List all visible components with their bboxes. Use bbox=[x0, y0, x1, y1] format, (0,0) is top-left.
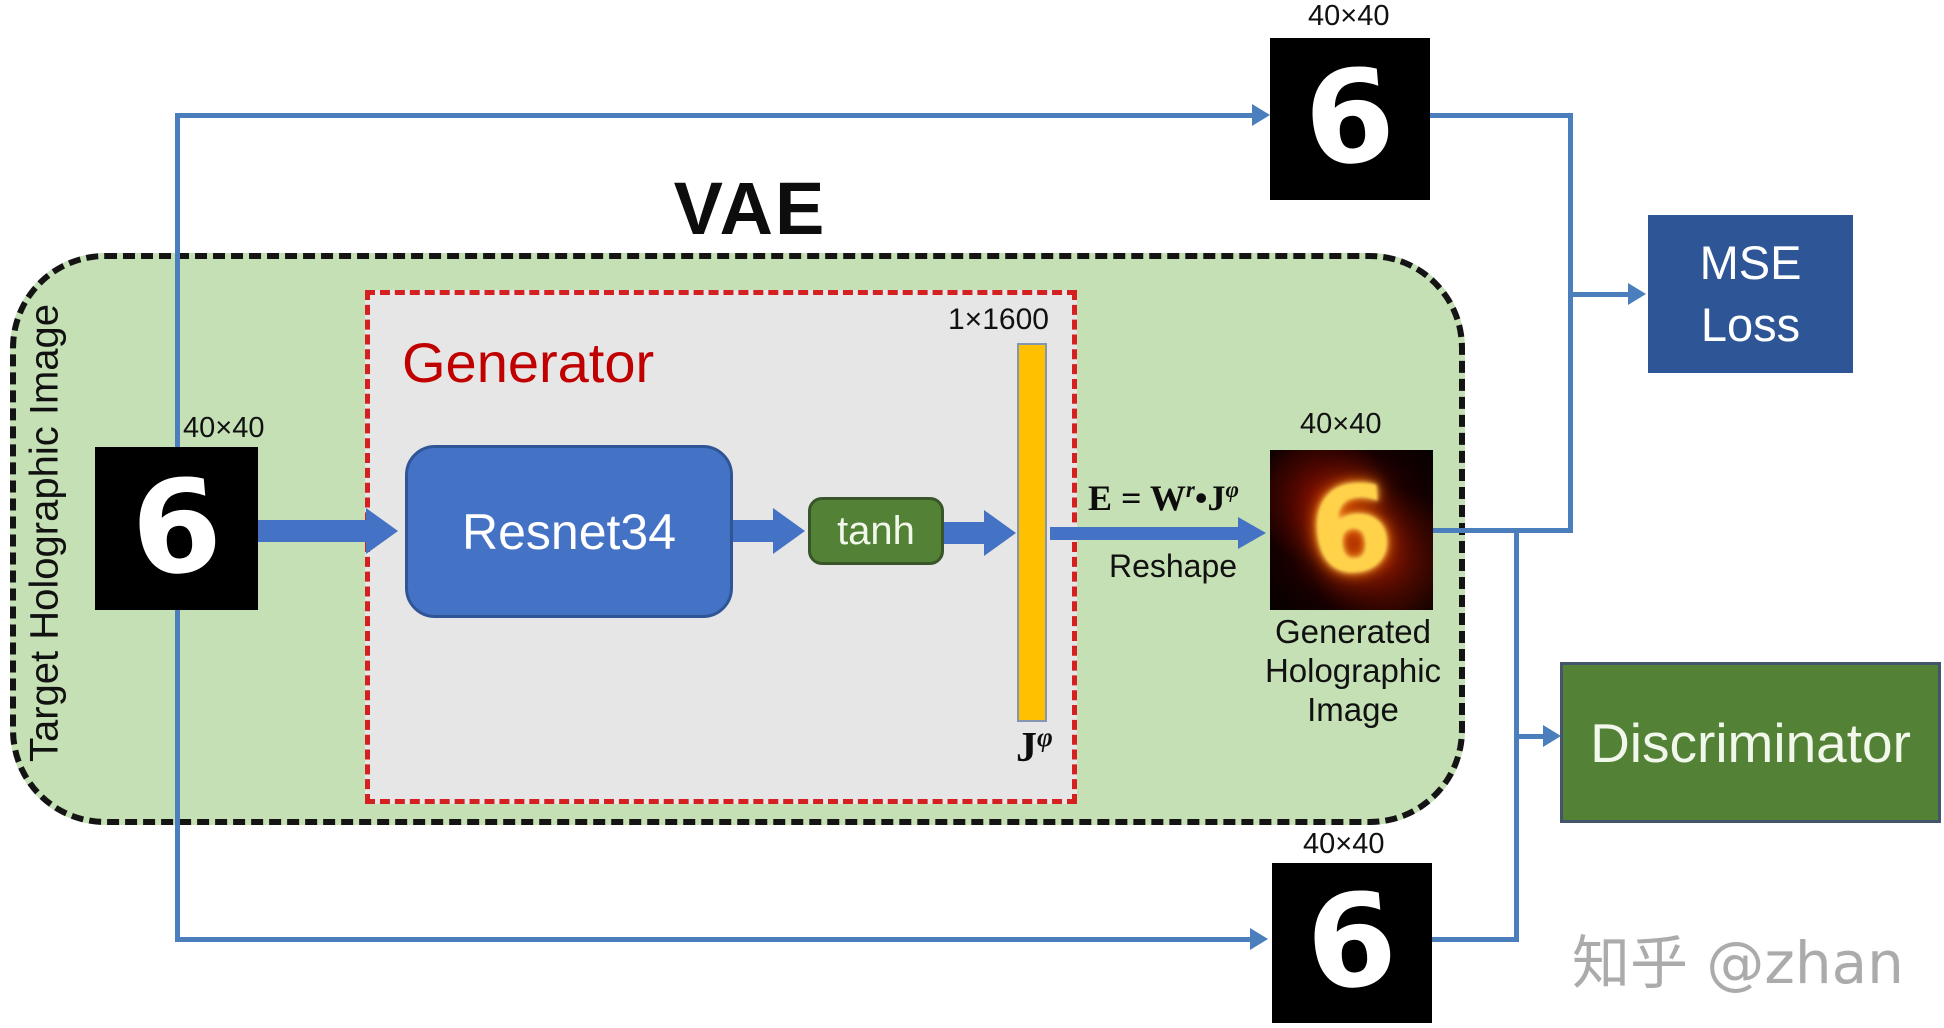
reshape-label: Reshape bbox=[1108, 548, 1238, 584]
arrow-head bbox=[366, 508, 398, 554]
bottom-image-size-label: 40×40 bbox=[1303, 828, 1385, 860]
generator-title: Generator bbox=[402, 331, 655, 394]
caption-line: Image bbox=[1307, 691, 1399, 728]
connector-into-discriminator bbox=[1517, 734, 1545, 739]
arrow-shaft bbox=[1050, 526, 1238, 540]
arrowhead-into-bottom-image bbox=[1250, 928, 1268, 950]
arrow-shaft bbox=[733, 520, 773, 542]
connector-topimage-to-mse-corner bbox=[1427, 113, 1573, 118]
generated-holographic-image: 6 bbox=[1270, 450, 1433, 610]
latent-symbol-label: Jφ bbox=[1016, 722, 1053, 771]
target-image: 6 bbox=[95, 447, 258, 610]
arrowhead-into-mse bbox=[1628, 283, 1646, 305]
arrow-resnet-to-tanh bbox=[733, 508, 805, 554]
connector-into-mse bbox=[1570, 292, 1630, 297]
arrow-latent-to-generated bbox=[1050, 517, 1266, 549]
target-holographic-image-label: Target Holographic Image bbox=[22, 303, 67, 763]
connector-discriminator-vertical bbox=[1514, 528, 1519, 942]
zhihu-watermark: 知乎 @zhan bbox=[1572, 929, 1904, 997]
tanh-block: tanh bbox=[808, 497, 944, 565]
generated-image-size-label: 40×40 bbox=[1300, 408, 1382, 440]
connector-top-horizontal bbox=[175, 113, 1254, 118]
caption-line: Holographic bbox=[1264, 652, 1442, 689]
top-target-image: 6 bbox=[1270, 38, 1430, 200]
caption-line: Generated bbox=[1275, 613, 1431, 650]
latent-vector-bar bbox=[1017, 343, 1047, 722]
resnet34-block: Resnet34 bbox=[405, 445, 733, 618]
mse-loss-line2: Loss bbox=[1700, 298, 1801, 351]
tanh-label: tanh bbox=[837, 508, 915, 553]
arrow-head bbox=[773, 508, 805, 554]
connector-bottom-horizontal bbox=[175, 937, 1250, 942]
connector-generated-out bbox=[1433, 528, 1573, 533]
resnet34-label: Resnet34 bbox=[461, 503, 677, 560]
connector-bottomimage-out bbox=[1432, 937, 1519, 942]
bottom-target-image: 6 bbox=[1272, 863, 1432, 1023]
arrow-target-to-generator bbox=[258, 508, 398, 554]
arrowhead-into-discriminator bbox=[1543, 725, 1561, 747]
mse-loss-line1: MSE bbox=[1699, 236, 1802, 289]
digit-glyph: 6 bbox=[1301, 864, 1403, 1021]
mse-loss-box: MSE Loss bbox=[1648, 215, 1853, 373]
discriminator-box: Discriminator bbox=[1560, 662, 1941, 823]
arrow-head bbox=[1238, 517, 1266, 549]
arrowhead-into-top-image bbox=[1252, 104, 1270, 126]
target-image-size-label: 40×40 bbox=[183, 412, 265, 444]
reshape-formula: E = Wr•Jφ bbox=[1088, 477, 1239, 518]
arrow-shaft bbox=[258, 520, 366, 542]
connector-mse-vertical bbox=[1568, 113, 1573, 533]
digit-glyph: 6 bbox=[1304, 457, 1399, 603]
vae-title: VAE bbox=[673, 167, 827, 250]
digit-glyph: 6 bbox=[125, 449, 228, 607]
latent-symbol-superscript: φ bbox=[1037, 722, 1053, 752]
discriminator-label: Discriminator bbox=[1590, 711, 1911, 774]
generated-image-caption: Generated Holographic Image bbox=[1248, 612, 1458, 729]
latent-size-label: 1×1600 bbox=[948, 303, 1049, 336]
top-image-size-label: 40×40 bbox=[1308, 0, 1390, 32]
arrow-tanh-to-latent bbox=[940, 510, 1016, 556]
arrow-shaft bbox=[940, 522, 984, 544]
arrow-head bbox=[984, 510, 1016, 556]
digit-glyph: 6 bbox=[1299, 40, 1401, 197]
